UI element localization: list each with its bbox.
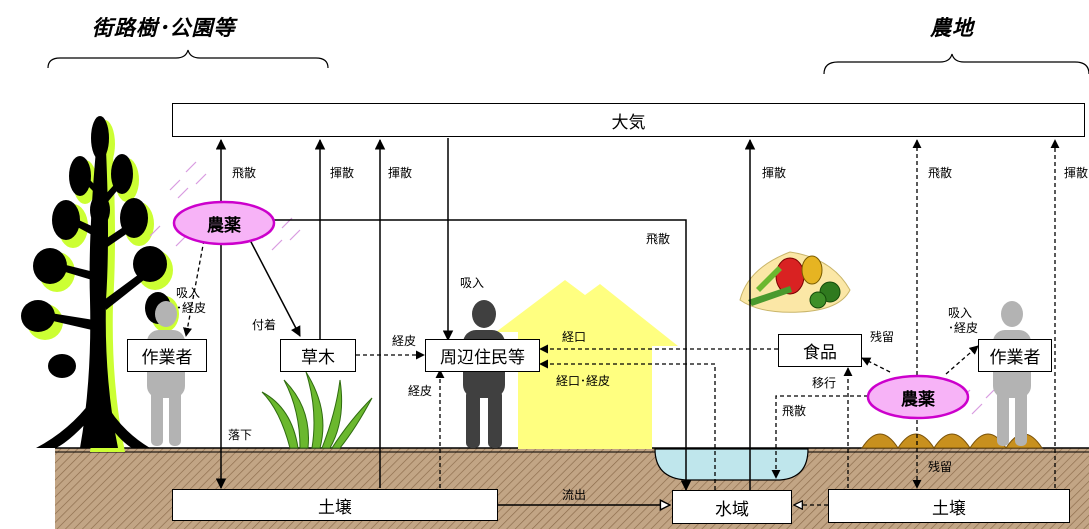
label-transfer: 移行 — [812, 376, 837, 390]
label-inhalation: 吸入 — [460, 276, 485, 290]
atmosphere-box: 大気 — [172, 103, 1085, 137]
plants-box: 草木 — [280, 339, 356, 372]
label-fall: 落下 — [228, 428, 253, 442]
soil-left-box: 土壌 — [172, 489, 498, 521]
pesticide-left-label: 農薬 — [207, 215, 241, 236]
label-kisan: 揮散 — [388, 166, 413, 180]
label-residue: 残留 — [870, 330, 895, 344]
label-oral: 経口 — [562, 330, 587, 344]
label-inhalation-dermal-right: 吸入 ･経皮 — [948, 306, 979, 335]
water-box: 水域 — [672, 490, 792, 524]
soil-right-box: 土壌 — [828, 489, 1070, 523]
label-hisan: 飛散 — [782, 404, 807, 418]
brace-left — [47, 49, 329, 69]
resident-icon — [463, 300, 505, 448]
label-hisan: 飛散 — [928, 166, 953, 180]
worker-left-box: 作業者 — [127, 339, 207, 372]
worker-right-box: 作業者 — [978, 339, 1052, 372]
pesticide-right-ellipse — [866, 374, 970, 420]
header-street-trees-parks: 街路樹･公園等 — [92, 16, 236, 40]
label-adhesion: 付着 — [252, 318, 277, 332]
label-kisan: 揮散 — [762, 166, 787, 180]
label-hisan: 飛散 — [232, 166, 257, 180]
label-hisan: 飛散 — [646, 232, 671, 246]
brace-right — [823, 53, 1089, 75]
label-runoff: 流出 — [562, 488, 587, 502]
pesticide-right-label: 農薬 — [901, 389, 935, 410]
food-box: 食品 — [778, 334, 862, 367]
flow-arrows — [215, 138, 756, 505]
header-farmland: 農地 — [930, 16, 974, 40]
label-dermal: 経皮 — [392, 334, 417, 348]
worker-icon — [993, 301, 1031, 446]
pesticide-left-ellipse — [172, 200, 276, 246]
residents-box: 周辺住民等 — [425, 339, 540, 372]
label-dermal: 経皮 — [408, 384, 433, 398]
grass-icon — [261, 371, 373, 449]
tree-icon — [21, 116, 179, 452]
label-residue: 残留 — [928, 460, 953, 474]
dashed-flow-arrows — [183, 139, 1060, 505]
label-kisan: 揮散 — [1064, 166, 1089, 180]
label-oral-dermal: 経口･経皮 — [556, 374, 611, 388]
label-kisan: 揮散 — [330, 166, 355, 180]
label-inhalation-dermal-left: 吸入 ･経皮 — [176, 286, 207, 315]
water-pond — [654, 448, 809, 481]
vegetables-icon — [739, 251, 851, 313]
worker-icon — [147, 301, 185, 446]
